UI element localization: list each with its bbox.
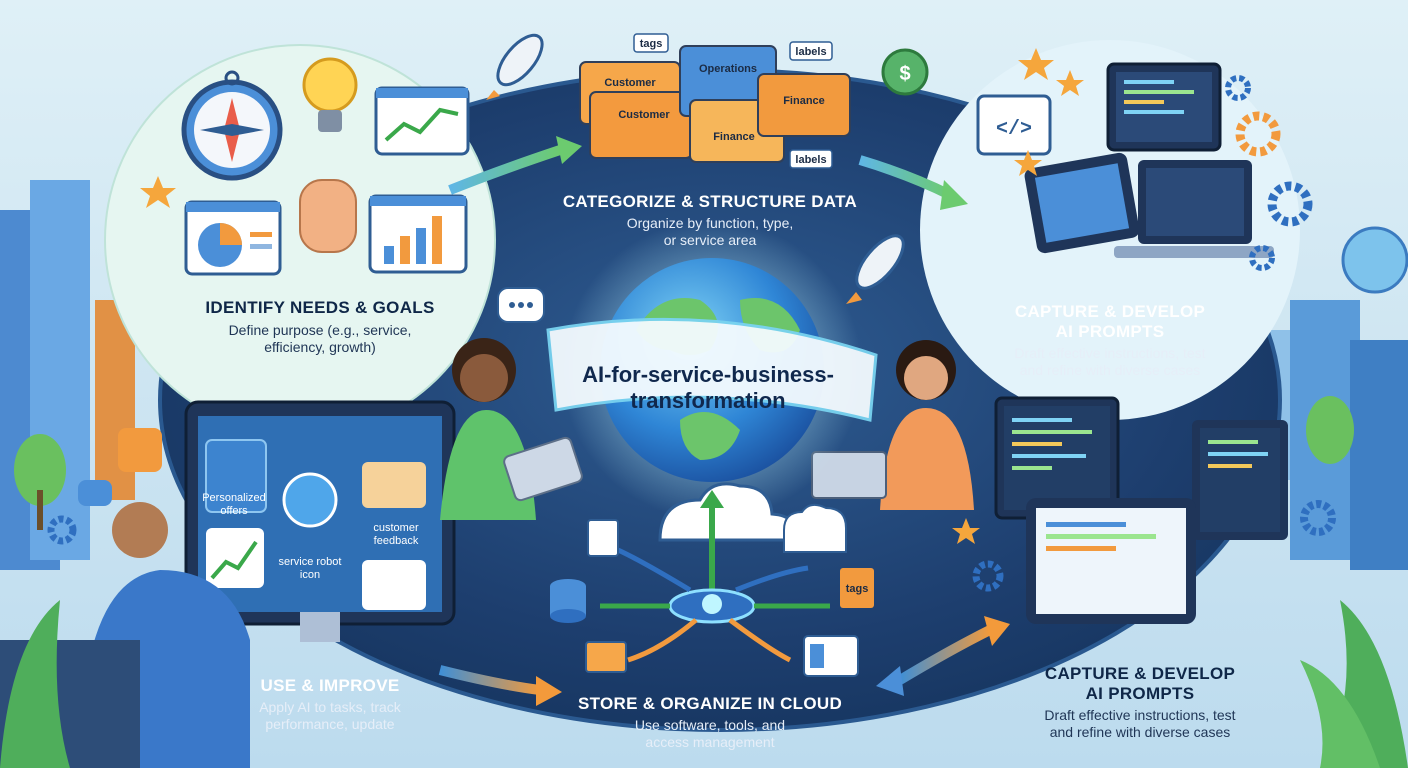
- folder-label-customer-2: Customer: [618, 109, 670, 121]
- rocket-icon: [486, 33, 544, 100]
- capture-top-step: CAPTURE & DEVELOP AI PROMPTS Draft effec…: [960, 302, 1260, 379]
- woman-with-laptop: [811, 340, 974, 510]
- folder-label-tags: tags: [640, 38, 663, 50]
- capture-bottom-step: CAPTURE & DEVELOP AI PROMPTS Draft effec…: [1000, 664, 1280, 741]
- robot-line-1: service robot: [278, 556, 342, 568]
- svg-text:</>: </>: [996, 118, 1032, 141]
- pie-chart-icon: [184, 200, 282, 276]
- center-title-line-1: AI-for-service-business-: [582, 362, 834, 387]
- categorize-desc-2: or service area: [663, 232, 757, 248]
- plant-right: [1300, 396, 1408, 768]
- store-desc-1: Use software, tools, and: [634, 717, 786, 733]
- code-laptop-icon-2: [1192, 420, 1288, 540]
- tablet-icon-2: [1026, 498, 1196, 624]
- feedback-line-2: feedback: [373, 535, 419, 547]
- use-step: USE & IMPROVE Apply AI to tasks, track p…: [220, 676, 440, 733]
- city-background: [0, 180, 1408, 570]
- svg-text:$: $: [899, 63, 910, 85]
- categorize-title: CATEGORIZE & STRUCTURE DATA: [562, 192, 858, 211]
- bar-chart-icon: [368, 194, 468, 274]
- code-laptop-icon: [1106, 62, 1222, 152]
- rocket-icon-2: [846, 234, 905, 304]
- data-folders: [579, 33, 851, 169]
- categorize-step: CATEGORIZE & STRUCTURE DATA Organize by …: [540, 192, 880, 249]
- identify-desc-2: efficiency, growth): [264, 339, 376, 355]
- laptop-icon: [1114, 160, 1274, 258]
- arrow-use-to-store: [438, 665, 541, 695]
- capture-bottom-title-1: CAPTURE & DEVELOP: [1044, 664, 1236, 683]
- code-window-icon: </>: [976, 94, 1052, 156]
- service-robot-label: service robot icon: [262, 556, 358, 582]
- capture-top-desc-1: Draft effective instructions, test: [1014, 345, 1206, 361]
- capture-bottom-desc-2: and refine with diverse cases: [1049, 724, 1231, 740]
- arrow-categorize-to-capture: [858, 155, 953, 200]
- store-step: STORE & ORGANIZE IN CLOUD Use software, …: [550, 694, 870, 751]
- title-ribbon: [546, 317, 878, 422]
- center-title: AI-for-service-business- transformation: [548, 362, 868, 414]
- thumbs-up-icon: [118, 428, 162, 472]
- user-at-monitor: [0, 502, 250, 768]
- use-desc-2: performance, update: [265, 716, 395, 732]
- arrow-identify-to-categorize: [448, 145, 562, 195]
- store-desc-2: access management: [645, 734, 775, 750]
- star-icons: [140, 48, 1084, 544]
- raised-hand-icon: [299, 179, 357, 253]
- customer-feedback-label: customer feedback: [356, 522, 436, 548]
- woman-with-tablet: [440, 338, 583, 520]
- cloud-network: [550, 482, 874, 677]
- folder-label-finance-1: Finance: [783, 95, 825, 107]
- center-title-line-2: transformation: [630, 388, 786, 413]
- robot-line-2: icon: [299, 569, 321, 581]
- gear-icon: [47, 75, 1336, 592]
- folder-label-labels-2: labels: [795, 154, 826, 166]
- plant-left: [0, 434, 70, 768]
- personalized-line-2: offers: [220, 505, 248, 517]
- chat-bubble-icon: [78, 287, 545, 506]
- categorize-desc-1: Organize by function, type,: [626, 215, 794, 231]
- use-title: USE & IMPROVE: [260, 676, 400, 695]
- cloud-tags-label: tags: [846, 583, 869, 595]
- capture-top-title-2: AI PROMPTS: [1055, 322, 1165, 341]
- tablet-icon: [1024, 152, 1140, 254]
- money-bag-icon: $: [881, 48, 929, 96]
- folder-label-customer-1: Customer: [604, 77, 656, 89]
- capture-bottom-desc-1: Draft effective instructions, test: [1044, 707, 1236, 723]
- lightbulb-icon: [302, 57, 358, 132]
- database-icon: [550, 579, 586, 623]
- feedback-line-1: customer: [373, 522, 419, 534]
- identify-step: IDENTIFY NEEDS & GOALS Define purpose (e…: [170, 298, 470, 356]
- identify-desc-1: Define purpose (e.g., service,: [228, 322, 412, 338]
- use-desc-1: Apply AI to tasks, track: [259, 699, 401, 715]
- folder-label-operations: Operations: [699, 63, 757, 75]
- store-title: STORE & ORGANIZE IN CLOUD: [577, 694, 843, 713]
- growth-chart-icon: [374, 86, 470, 156]
- code-monitor-icon: [994, 396, 1120, 520]
- identify-title: IDENTIFY NEEDS & GOALS: [205, 298, 435, 317]
- compass-icon: [181, 70, 283, 181]
- folder-label-finance-2: Finance: [713, 131, 755, 143]
- service-monitor: [184, 400, 456, 642]
- folder-label-labels-1: labels: [795, 46, 826, 58]
- capture-top-title-1: CAPTURE & DEVELOP: [1014, 302, 1206, 321]
- personalized-line-1: Personalized: [202, 492, 266, 504]
- personalized-offers-label: Personalized offers: [184, 492, 284, 518]
- capture-bottom-title-2: AI PROMPTS: [1085, 684, 1195, 703]
- arrow-store-to-capture: [897, 625, 993, 685]
- capture-top-desc-2: and refine with diverse cases: [1019, 362, 1201, 378]
